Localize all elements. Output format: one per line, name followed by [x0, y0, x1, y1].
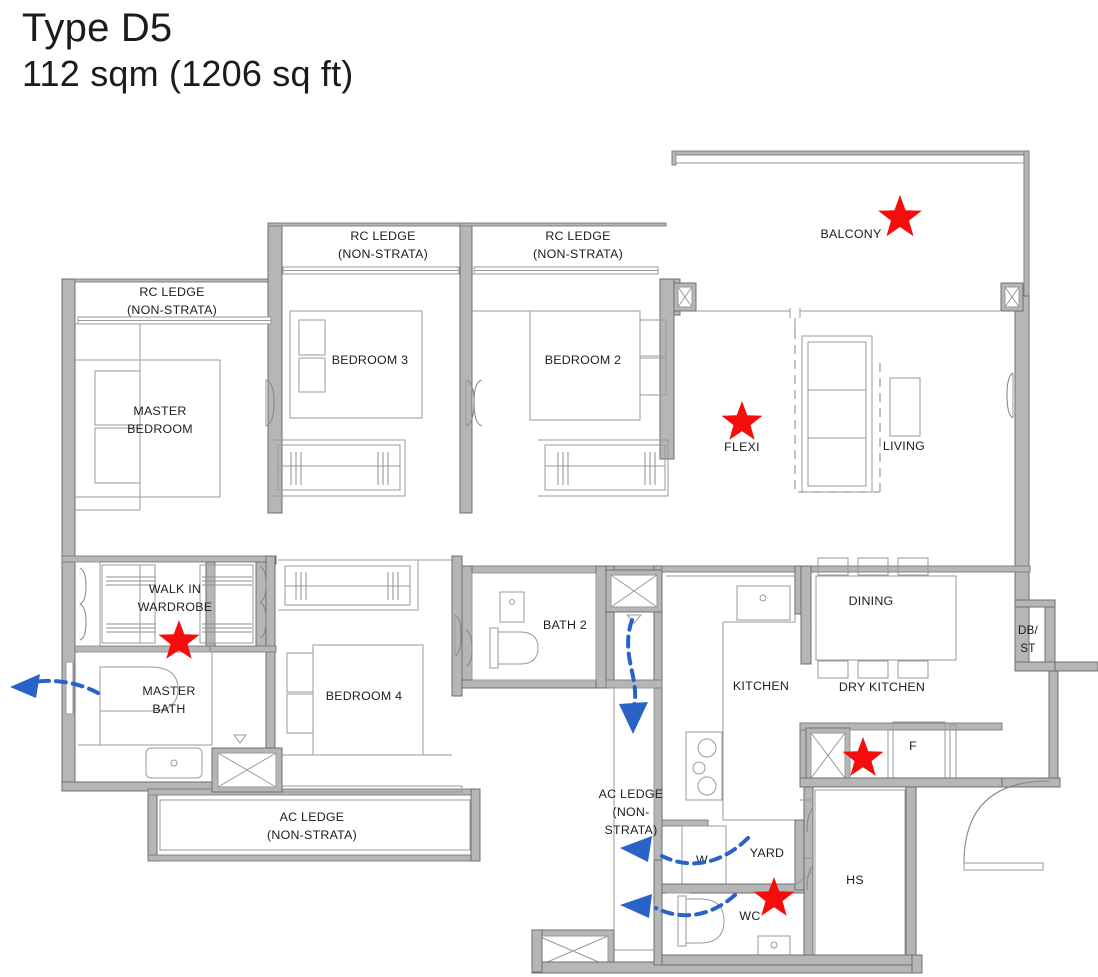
- label-bedroom-3: BEDROOM 3: [332, 353, 409, 367]
- label-rc-ledge-left-1: RC LEDGE: [139, 285, 204, 299]
- star-flexi[interactable]: [721, 401, 763, 440]
- unit-type-title: Type D5: [22, 6, 173, 50]
- label-bedroom-2: BEDROOM 2: [545, 353, 622, 367]
- label-dining: DINING: [849, 594, 894, 608]
- label-db-st-1: DB/: [1018, 624, 1039, 637]
- arrow-yard-left: [620, 836, 750, 866]
- unit-area-title: 112 sqm (1206 sq ft): [22, 53, 354, 94]
- arrow-master-bath-exit: [10, 674, 100, 698]
- label-master-bath-2: BATH: [152, 702, 185, 716]
- walk-in-wardrobe-area: [75, 561, 267, 647]
- label-kitchen: KITCHEN: [733, 679, 789, 693]
- room-labels: RC LEDGE (NON-STRATA) RC LEDGE (NON-STRA…: [127, 227, 1039, 923]
- annotation-arrows: [10, 618, 750, 918]
- label-balcony: BALCONY: [821, 227, 882, 241]
- label-ac-ledge-center-1: AC LEDGE: [599, 787, 664, 801]
- bedroom-2-area: [465, 273, 669, 497]
- label-master-bath-1: MASTER: [142, 684, 195, 698]
- label-bedroom-4: BEDROOM 4: [326, 689, 403, 703]
- label-rc-ledge-left-2: (NON-STRATA): [127, 303, 217, 317]
- label-fridge: F: [909, 739, 917, 753]
- label-hs: HS: [846, 873, 864, 887]
- ac-ledge-bottom-area: [147, 785, 481, 862]
- ac-ledge-center-area: [531, 565, 923, 974]
- master-bedroom-area: [75, 323, 268, 511]
- window-hatch-boxes-top: [673, 282, 1024, 312]
- arrow-bath2-down: [619, 618, 648, 734]
- page-title: Type D5 112 sqm (1206 sq ft): [22, 4, 354, 96]
- structural-walls: [61, 222, 1098, 790]
- label-rc-ledge-mid-1: RC LEDGE: [350, 229, 415, 243]
- label-rc-ledge-mid-2: (NON-STRATA): [338, 247, 428, 261]
- label-ac-ledge-bottom-2: (NON-STRATA): [267, 828, 357, 842]
- ac-unit-master: [211, 734, 283, 793]
- dining-area: [800, 557, 957, 679]
- star-balcony[interactable]: [878, 195, 922, 237]
- label-wc: WC: [739, 909, 760, 923]
- label-flexi: FLEXI: [724, 440, 760, 454]
- master-bath-area: [65, 651, 213, 779]
- yard-wc-hs-area: [661, 786, 917, 963]
- star-walk-in-wardrobe[interactable]: [158, 620, 200, 659]
- bedroom-4-area: [278, 555, 463, 756]
- label-dry-kitchen: DRY KITCHEN: [839, 680, 925, 694]
- dry-kitchen-area: [799, 721, 1050, 871]
- shaft-walls: [653, 859, 923, 974]
- label-washer: W: [696, 853, 708, 867]
- bedroom-3-area: [265, 273, 459, 497]
- label-rc-ledge-right-1: RC LEDGE: [545, 229, 610, 243]
- star-dry-kitchen[interactable]: [842, 737, 884, 776]
- label-master-bedroom-2: BEDROOM: [127, 422, 193, 436]
- label-ac-ledge-center-3: STRATA): [605, 823, 658, 837]
- star-wc[interactable]: [753, 877, 795, 916]
- label-db-st-2: ST: [1020, 642, 1035, 655]
- arrow-wc-left: [620, 893, 737, 918]
- label-ac-ledge-bottom-1: AC LEDGE: [280, 810, 345, 824]
- label-walk-in-wardrobe-1: WALK IN: [149, 582, 201, 596]
- label-ac-ledge-center-2: (NON-: [612, 805, 649, 819]
- label-walk-in-wardrobe-2: WARDROBE: [138, 600, 213, 614]
- label-rc-ledge-right-2: (NON-STRATA): [533, 247, 623, 261]
- label-yard: YARD: [750, 846, 785, 860]
- label-living: LIVING: [883, 439, 925, 453]
- label-bath-2: BATH 2: [543, 618, 587, 632]
- balcony-area: [671, 150, 1030, 297]
- flexi-living-area: [696, 308, 1014, 493]
- annotation-stars: [158, 195, 922, 916]
- label-master-bedroom-1: MASTER: [133, 404, 186, 418]
